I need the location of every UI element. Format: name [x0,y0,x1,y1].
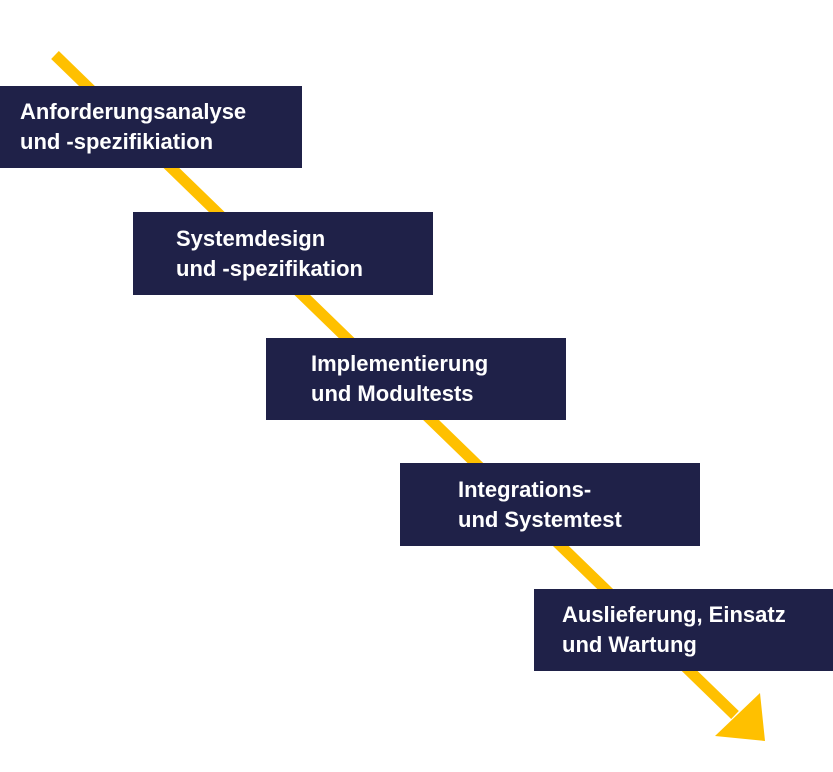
phase-integration-line1: Integrations- [458,476,592,502]
phase-system-design-line2: und -spezifikation [176,255,363,281]
phase-implementation: Implementierung und Modultests [266,338,566,420]
phase-deployment-line2: und Wartung [562,632,697,657]
phase-system-design-line1: Systemdesign [176,225,326,251]
phase-requirements-line2: und -spezifikiation [20,129,214,154]
phase-implementation-line1: Implementierung [311,351,489,376]
phase-deployment-line1: Auslieferung, Einsatz [562,602,786,627]
phase-system-design: Systemdesign und -spezifikation [133,212,433,295]
arrow-down-right-icon [715,693,765,741]
phase-requirements-line1: Anforderungsanalyse [20,99,247,124]
phase-integration: Integrations- und Systemtest [400,463,700,546]
phase-integration-line2: und Systemtest [458,506,622,532]
phase-deployment: Auslieferung, Einsatz und Wartung [534,589,833,671]
phase-requirements: Anforderungsanalyse und -spezifikiation [0,86,302,168]
phase-implementation-line2: und Modultests [311,381,474,406]
